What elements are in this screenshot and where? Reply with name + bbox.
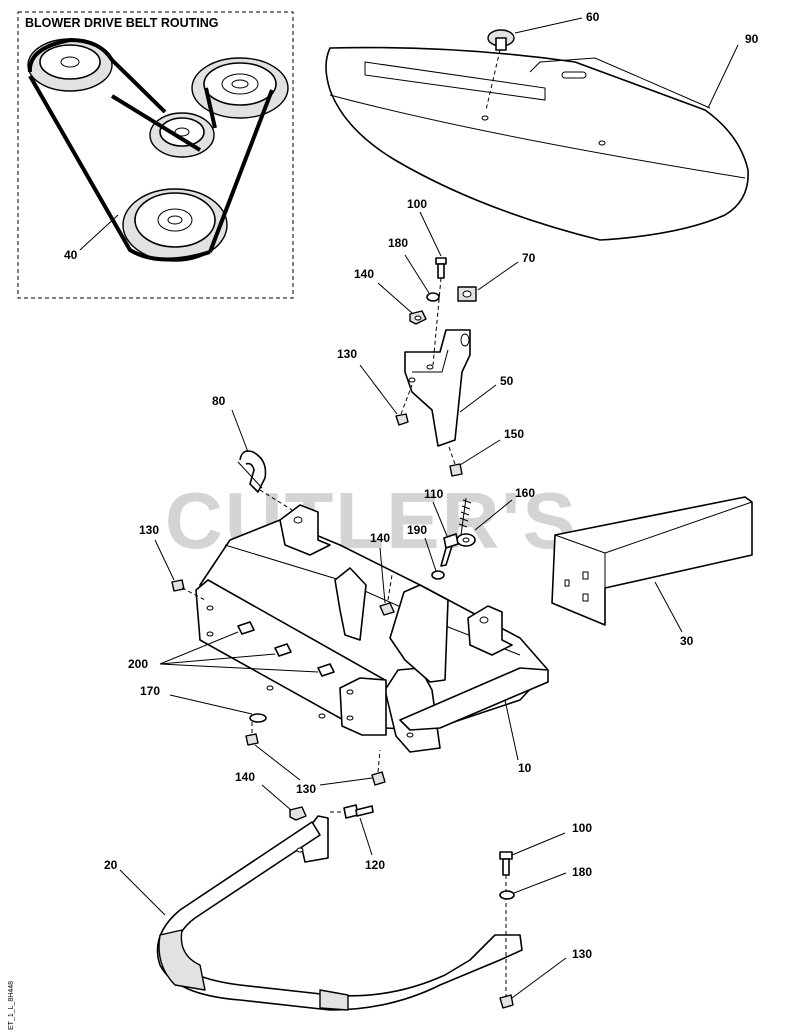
- part-90-deflector-cover: [325, 46, 749, 241]
- part-60-knob: [485, 29, 515, 111]
- callout-130-left: 130: [139, 523, 159, 537]
- part-170-washer: [249, 713, 267, 723]
- callout-140-top: 140: [354, 267, 374, 281]
- callout-10: 10: [518, 761, 532, 775]
- part-100-bolt-bottom: [499, 851, 513, 1000]
- right-pulley: [191, 57, 289, 119]
- part-50-chute-bracket: [404, 329, 471, 447]
- upper-left-pulley: [27, 38, 113, 92]
- part-30-chute-plate: [551, 496, 753, 626]
- callout-190: 190: [407, 523, 427, 537]
- callout-150: 150: [504, 427, 524, 441]
- part-140-nut-mid: [379, 574, 395, 616]
- part-130-nut-mid: [395, 384, 413, 426]
- plate-left-clevis: [279, 504, 331, 556]
- part-140-nut-top: [409, 310, 427, 325]
- drawing-code: ET_1_L_8H448: [8, 981, 15, 1030]
- inset-title: BLOWER DRIVE BELT ROUTING: [25, 16, 219, 30]
- callout-160: 160: [515, 486, 535, 500]
- callout-170: 170: [140, 684, 160, 698]
- part-130-nut-left: [171, 579, 206, 601]
- part-120-bolt: [330, 804, 374, 819]
- part-140-nut-low: [289, 806, 307, 821]
- callout-70: 70: [522, 251, 536, 265]
- callout-40: 40: [64, 248, 78, 262]
- part-100-bolt-top: [432, 257, 447, 366]
- callout-100-bottom: 100: [572, 821, 592, 835]
- part-20-handle-bar: [156, 815, 523, 1011]
- part-200-pins: [237, 621, 335, 677]
- callout-120: 120: [365, 858, 385, 872]
- callout-60: 60: [586, 10, 600, 24]
- callout-140-low: 140: [235, 770, 255, 784]
- part-180-washer-bottom: [499, 890, 515, 900]
- callout-180-top: 180: [388, 236, 408, 250]
- part-10-mounting-plate: [195, 504, 549, 753]
- callout-130-mid: 130: [337, 347, 357, 361]
- part-70-clip-nut: [457, 286, 477, 302]
- callout-100-top: 100: [407, 197, 427, 211]
- drive-belt: [27, 38, 274, 262]
- callout-90: 90: [745, 32, 759, 46]
- callout-200: 200: [128, 657, 148, 671]
- callout-20: 20: [104, 858, 118, 872]
- callout-130-low: 130: [296, 782, 316, 796]
- part-130-nut-lower-left: [245, 722, 259, 746]
- part-110-bolt: [440, 533, 459, 567]
- plate-right-clevis: [467, 605, 513, 656]
- part-80-hitch-pin: [237, 450, 293, 511]
- plate-center-gusset: [334, 567, 449, 683]
- callout-110: 110: [424, 487, 444, 501]
- part-130-nut-bottom: [499, 994, 514, 1009]
- belt-routing-inset: BLOWER DRIVE BELT ROUTING: [17, 11, 294, 299]
- leader-40: [79, 214, 119, 251]
- part-130-nut-lower-right: [371, 749, 386, 786]
- callout-180-bottom: 180: [572, 865, 592, 879]
- part-180-washer-top: [426, 292, 440, 302]
- lower-drive-pulley: [122, 188, 228, 262]
- part-160-spring-bolt: [456, 497, 476, 547]
- callout-50: 50: [500, 374, 514, 388]
- callout-80: 80: [212, 394, 226, 408]
- callout-140-mid: 140: [370, 531, 390, 545]
- callout-130-bottom: 130: [572, 947, 592, 961]
- part-150-nut: [448, 446, 463, 477]
- idler-pulley: [149, 112, 215, 158]
- part-190-washer: [431, 570, 445, 580]
- callout-30: 30: [680, 634, 694, 648]
